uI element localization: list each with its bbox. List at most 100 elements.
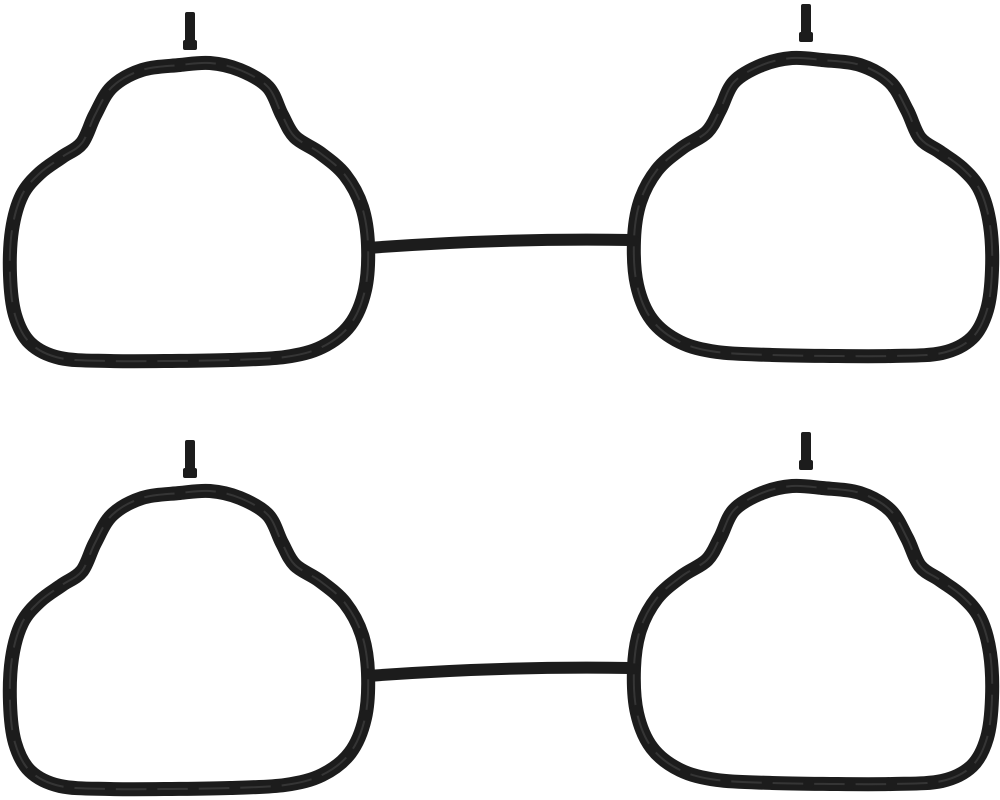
bead-nub bbox=[630, 276, 642, 288]
bead-nub bbox=[7, 647, 19, 659]
bead-nub bbox=[215, 59, 227, 70]
bead-nub bbox=[844, 350, 856, 362]
bead-nub bbox=[301, 139, 313, 151]
bead-nub bbox=[715, 531, 726, 543]
bead-nub bbox=[174, 487, 186, 499]
bead-nub bbox=[25, 338, 37, 350]
bead-nub bbox=[276, 536, 287, 548]
bead-nub bbox=[679, 766, 691, 778]
bead-nub bbox=[844, 778, 856, 790]
bead-nub bbox=[908, 549, 920, 561]
right-locating-tab-base bbox=[799, 460, 813, 470]
bead-nub bbox=[737, 497, 748, 509]
bead-nub bbox=[816, 54, 828, 66]
bead-nub bbox=[146, 355, 158, 367]
bead-nub bbox=[362, 240, 374, 252]
bead-nub bbox=[630, 704, 642, 716]
bead-nub bbox=[146, 783, 158, 795]
bead-nub bbox=[276, 108, 287, 120]
bead-nub bbox=[965, 761, 977, 773]
bead-nub bbox=[301, 567, 313, 579]
bead-nub bbox=[355, 199, 367, 211]
bead-nub bbox=[311, 771, 323, 783]
bead-nub bbox=[646, 742, 658, 754]
bead-nub bbox=[82, 554, 94, 566]
bead-nub bbox=[720, 347, 732, 359]
right-port-ring-groove bbox=[632, 484, 994, 786]
bead-nub bbox=[927, 349, 939, 360]
bead-nub bbox=[104, 355, 116, 367]
bead-nub bbox=[53, 581, 64, 593]
bead-nub bbox=[53, 153, 64, 165]
left-locating-tab-base bbox=[183, 468, 197, 478]
gasket-top bbox=[2, 4, 1000, 369]
bead-nub bbox=[360, 281, 372, 293]
right-locating-tab-base bbox=[799, 32, 813, 42]
bead-nub bbox=[334, 592, 346, 604]
right-locating-tab bbox=[801, 4, 811, 40]
bead-nub bbox=[215, 487, 227, 498]
bead-nub bbox=[229, 782, 241, 794]
left-locating-tab bbox=[185, 440, 195, 476]
bead-nub bbox=[983, 642, 995, 654]
bead-nub bbox=[969, 603, 981, 615]
bead-nub bbox=[689, 562, 701, 574]
bead-nub bbox=[656, 587, 668, 599]
bead-nub bbox=[938, 148, 949, 160]
bead-nub bbox=[7, 302, 19, 313]
bead-nub bbox=[983, 214, 995, 226]
bead-nub bbox=[7, 219, 19, 231]
bead-nub bbox=[4, 260, 16, 272]
bead-nub bbox=[983, 725, 995, 736]
bead-nub bbox=[229, 354, 241, 366]
bead-nub bbox=[965, 333, 977, 345]
bead-nub bbox=[63, 782, 75, 793]
bead-nub bbox=[646, 314, 658, 326]
connecting-bridge bbox=[362, 233, 636, 254]
bead-nub bbox=[886, 778, 898, 790]
bead-nub bbox=[761, 349, 773, 361]
left-port-ring-groove bbox=[8, 489, 370, 791]
bead-nub bbox=[938, 576, 949, 588]
bead-nub bbox=[908, 121, 920, 133]
bead-nub bbox=[100, 517, 112, 529]
bead-nub bbox=[803, 778, 815, 790]
bead-nub bbox=[927, 777, 939, 788]
right-locating-tab bbox=[801, 432, 811, 468]
bead-nub bbox=[720, 775, 732, 787]
bead-nub bbox=[362, 668, 374, 680]
bead-nub bbox=[21, 608, 33, 620]
bead-nub bbox=[133, 65, 145, 77]
bead-nub bbox=[133, 493, 145, 505]
left-locating-tab-base bbox=[183, 40, 197, 50]
bead-nub bbox=[656, 159, 668, 171]
bead-nub bbox=[270, 780, 282, 792]
bead-nub bbox=[104, 783, 116, 795]
bead-nub bbox=[25, 766, 37, 778]
bead-nub bbox=[187, 355, 199, 367]
bead-nub bbox=[187, 783, 199, 795]
bead-nub bbox=[63, 354, 75, 365]
bead-nub bbox=[7, 730, 19, 741]
bead-nub bbox=[775, 54, 787, 65]
bead-nub bbox=[857, 60, 869, 72]
bead-nub bbox=[174, 59, 186, 71]
bead-nub bbox=[360, 709, 372, 721]
bead-nub bbox=[4, 688, 16, 700]
bead-nub bbox=[715, 103, 726, 115]
bead-nub bbox=[254, 74, 265, 86]
bead-nub bbox=[890, 84, 902, 96]
bead-nub bbox=[270, 352, 282, 364]
bead-nub bbox=[969, 175, 981, 187]
connecting-bridge bbox=[362, 661, 636, 682]
bead-nub bbox=[737, 69, 748, 81]
bead-nub bbox=[344, 747, 356, 759]
bead-nub bbox=[628, 235, 640, 247]
bead-nub bbox=[311, 343, 323, 355]
bead-nub bbox=[761, 777, 773, 789]
bead-nub bbox=[344, 319, 356, 331]
bead-nub bbox=[628, 663, 640, 675]
bead-nub bbox=[816, 482, 828, 494]
